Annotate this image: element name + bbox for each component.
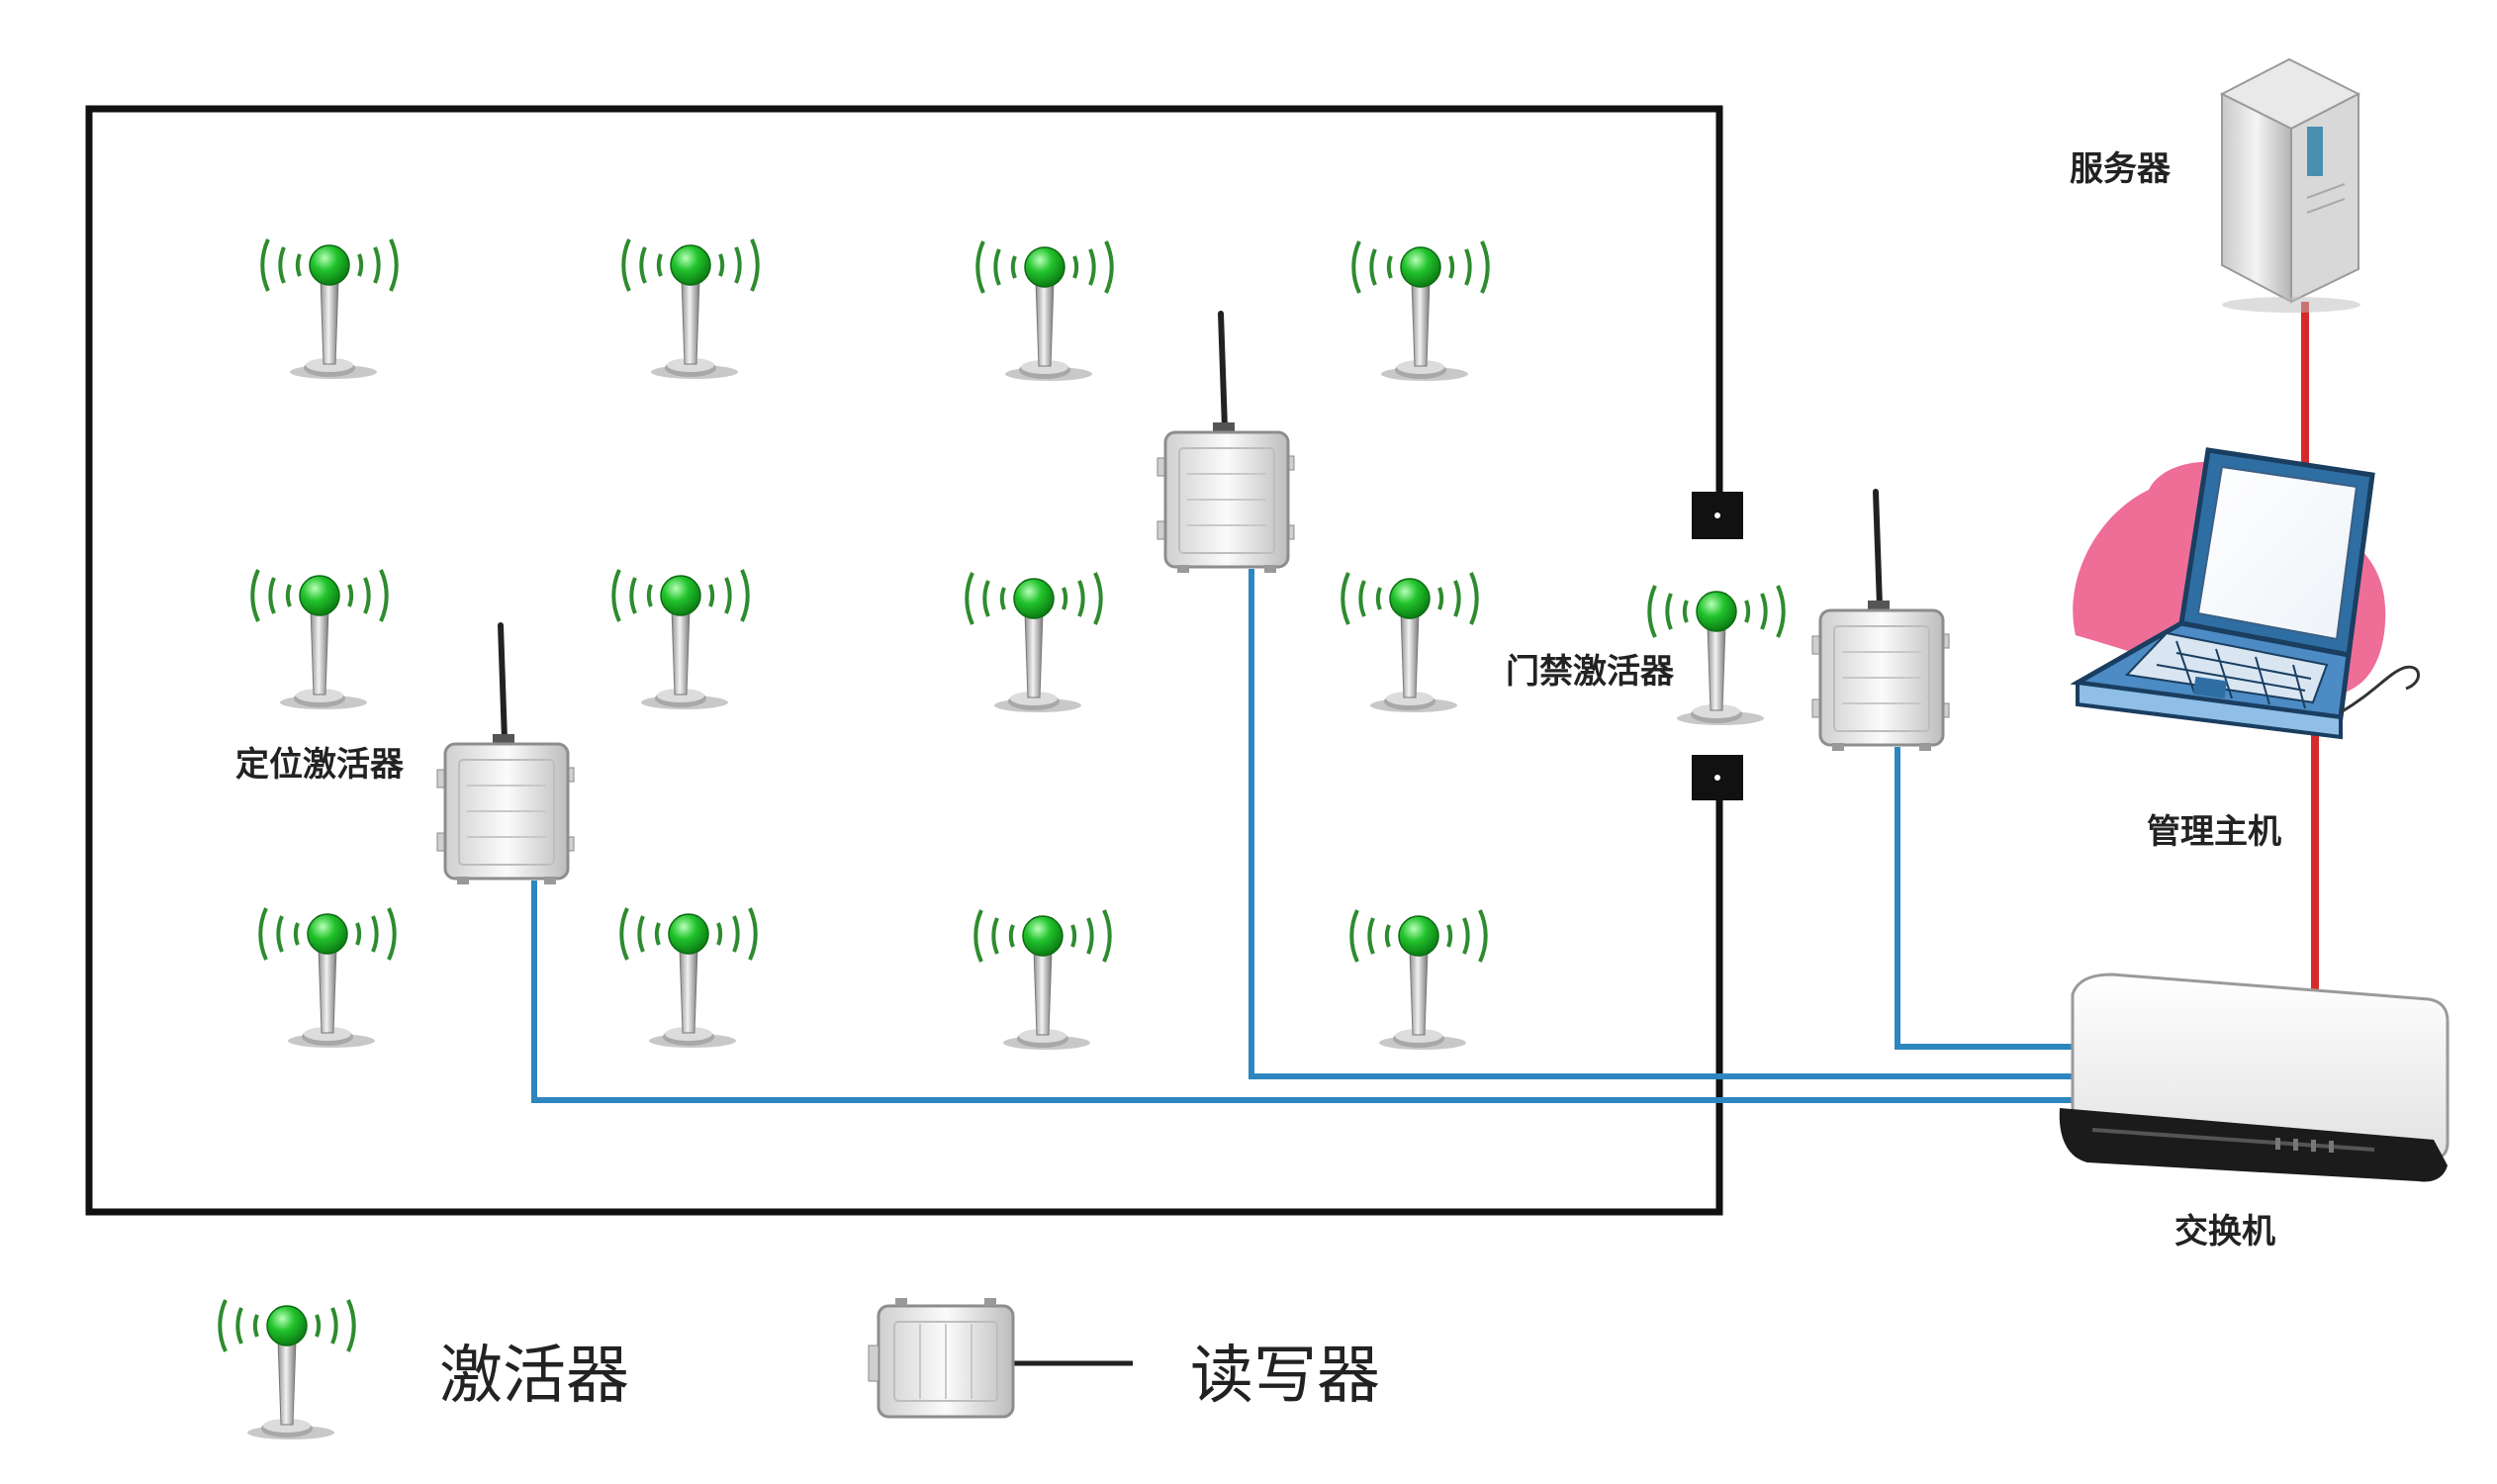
legend-activator-icon	[218, 1298, 356, 1441]
activator-icon	[975, 239, 1114, 383]
activator-icon	[260, 237, 399, 381]
label-locate-activator: 定位激活器	[235, 745, 405, 785]
switch-icon	[2059, 973, 2450, 1182]
activator-grid	[250, 237, 1490, 1052]
label-host: 管理主机	[2147, 812, 2281, 852]
activator-icon	[250, 568, 389, 711]
activator-icon	[258, 906, 397, 1050]
laptop-icon	[2070, 447, 2420, 740]
activator-icon	[621, 237, 760, 381]
reader-icon	[1157, 314, 1294, 573]
activator-icon	[619, 906, 758, 1050]
server-icon	[2219, 57, 2361, 313]
label-server: 服务器	[2070, 149, 2172, 189]
legend-reader-icon	[868, 1298, 1133, 1419]
cable-reader-center	[1248, 569, 2078, 1079]
room-frame	[85, 105, 1743, 1216]
cable-reader-left	[531, 881, 2078, 1103]
activator-icon	[1351, 239, 1490, 383]
reader-icon	[1812, 492, 1949, 751]
legend: 激活器 读写器	[218, 1298, 1380, 1441]
activator-icon	[1349, 908, 1488, 1052]
activator-icon	[973, 908, 1112, 1052]
label-switch: 交换机	[2174, 1212, 2275, 1252]
activator-icon	[1341, 571, 1479, 714]
legend-activator-label: 激活器	[439, 1340, 629, 1413]
reader-icon	[437, 625, 574, 884]
cables	[531, 302, 2319, 1103]
activator-icon	[965, 571, 1103, 714]
legend-reader-label: 读写器	[1190, 1340, 1380, 1413]
activator-icon	[611, 568, 750, 711]
cable-reader-gate	[1895, 747, 2078, 1050]
label-gate-activator: 门禁激活器	[1506, 652, 1675, 692]
